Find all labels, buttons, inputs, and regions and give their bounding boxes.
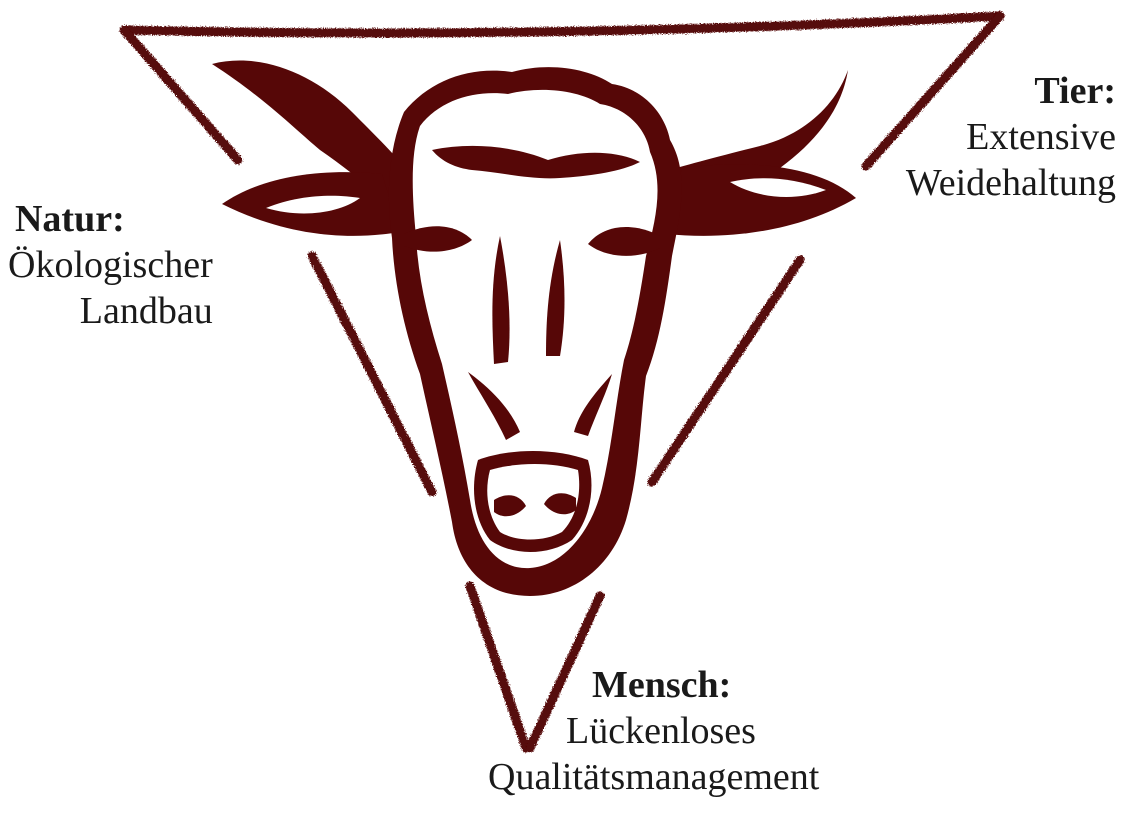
label-natur: Natur: Ökologischer Landbau (8, 196, 213, 334)
right-ear (666, 164, 856, 236)
triangle-left-edge-upper (124, 30, 238, 160)
label-tier-line-2: Weidehaltung (906, 160, 1116, 206)
label-mensch: Mensch: Lückenloses Qualitätsmanagement (488, 662, 819, 800)
label-mensch-line-1: Lückenloses (488, 708, 819, 754)
label-tier-heading: Tier: (906, 68, 1116, 114)
triangle-right-edge-middle (652, 260, 800, 482)
label-mensch-line-2: Qualitätsmanagement (488, 754, 819, 800)
label-mensch-heading: Mensch: (488, 662, 819, 708)
label-natur-heading: Natur: (8, 196, 213, 242)
label-natur-line-1: Ökologischer (8, 242, 213, 288)
label-natur-line-2: Landbau (8, 288, 213, 334)
triangle-top-edge (124, 16, 1000, 33)
label-tier: Tier: Extensive Weidehaltung (906, 68, 1116, 206)
label-tier-line-1: Extensive (906, 114, 1116, 160)
